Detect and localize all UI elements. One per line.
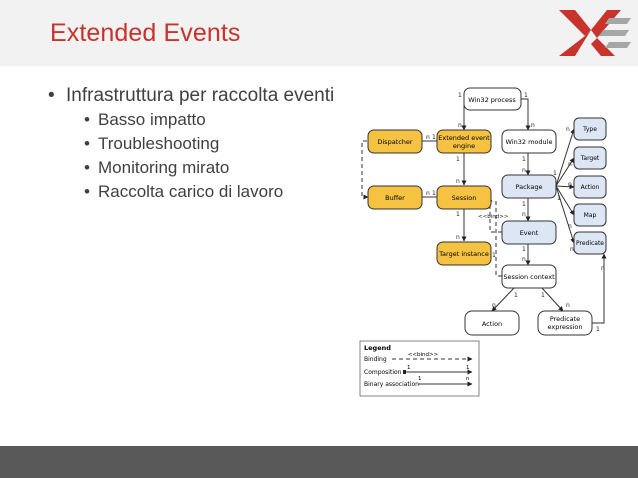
multiplicity-label: 1 <box>458 92 462 99</box>
bullet-item: Monitoring mirato <box>48 156 334 180</box>
svg-text:Extended event: Extended event <box>438 134 490 142</box>
multiplicity-label: n <box>531 122 535 129</box>
svg-text:Package: Package <box>516 183 543 191</box>
multiplicity-label: n <box>456 234 460 241</box>
legend-title: Legend <box>364 344 391 352</box>
svg-text:Type: Type <box>582 126 597 133</box>
bullet-item: Raccolta carico di lavoro <box>48 180 334 204</box>
svg-text:Predicate: Predicate <box>550 315 580 323</box>
node-event: Event <box>501 220 557 245</box>
svg-text:Predicate: Predicate <box>576 240 604 247</box>
node-action-small: Action <box>573 175 607 199</box>
node-session: Session <box>436 185 492 210</box>
multiplicity-labels: 1 1 n n n 1 1 n n 1 1 n 1 n 1 n 1 n 1 1 … <box>426 92 605 333</box>
node-predicate-expression: Predicate expression <box>537 310 593 336</box>
legend-one: 1 <box>407 365 411 371</box>
legend-one: 1 <box>466 365 470 371</box>
svg-text:Target instance: Target instance <box>438 250 489 258</box>
node-extended-event-engine: Extended event engine <box>436 129 492 154</box>
legend-one: 1 <box>418 376 422 382</box>
multiplicity-label: n <box>566 126 570 133</box>
bullet-item: Troubleshooting <box>48 132 334 156</box>
multiplicity-label: 1 <box>492 252 496 259</box>
multiplicity-label: 1 <box>456 211 460 218</box>
multiplicity-label: 1 <box>553 170 557 177</box>
slide-title: Extended Events <box>50 19 241 47</box>
multiplicity-label: n <box>568 223 572 230</box>
multiplicity-label: 1 <box>596 326 600 333</box>
multiplicity-label: 1 <box>524 92 528 99</box>
svg-text:Win32 module: Win32 module <box>506 138 553 146</box>
multiplicity-label: 1 <box>522 246 526 253</box>
svg-text:Target: Target <box>580 155 600 162</box>
multiplicity-label: n <box>568 161 572 168</box>
multiplicity-label: 1 <box>456 156 460 163</box>
multiplicity-label: 1 <box>557 195 561 202</box>
svg-text:Session context: Session context <box>503 273 555 281</box>
node-session-context: Session context <box>501 264 557 289</box>
slide-header <box>0 0 638 66</box>
multiplicity-label: 1 <box>522 201 526 208</box>
multiplicity-label: n <box>570 246 574 253</box>
xe-logo-icon <box>559 10 631 56</box>
multiplicity-label: 1 <box>541 292 545 299</box>
multiplicity-label: n <box>568 181 572 188</box>
multiplicity-label: n <box>492 302 496 309</box>
multiplicity-label: n <box>522 211 526 218</box>
multiplicity-label: n <box>456 178 460 185</box>
svg-text:Session: Session <box>452 194 477 202</box>
svg-text:Event: Event <box>520 229 539 237</box>
bullet-item: Basso impatto <box>48 108 334 132</box>
node-win32-process: Win32 process <box>463 87 522 111</box>
node-target: Target <box>573 146 607 170</box>
legend-bind-label: <<bind>> <box>408 352 439 358</box>
svg-text:Map: Map <box>584 212 597 219</box>
svg-text:Win32 process: Win32 process <box>468 96 516 104</box>
multiplicity-label: n <box>458 122 462 129</box>
svg-text:Dispatcher: Dispatcher <box>377 138 413 146</box>
svg-text:Action: Action <box>482 320 502 328</box>
node-package: Package <box>501 174 557 199</box>
bullet-list: Infrastruttura per raccolta eventi Basso… <box>48 84 334 204</box>
multiplicity-label: n <box>522 167 526 174</box>
node-win32-module: Win32 module <box>501 129 557 154</box>
multiplicity-label: 1 <box>432 190 436 197</box>
node-predicate: Predicate <box>573 231 607 255</box>
slide-footer <box>0 446 638 478</box>
multiplicity-label: n <box>522 256 526 263</box>
multiplicity-label: n <box>426 190 430 197</box>
multiplicity-label: 1 <box>432 134 436 141</box>
multiplicity-label: n <box>601 265 605 272</box>
multiplicity-label: 1 <box>514 292 518 299</box>
node-map: Map <box>573 203 607 227</box>
diagram-legend: Legend <<bind>> Binding 1 1 Composition … <box>359 340 480 397</box>
svg-text:engine: engine <box>453 142 475 150</box>
legend-binding: Binding <box>364 356 387 363</box>
legend-many: n <box>466 376 470 382</box>
legend-composition: Composition <box>364 369 402 376</box>
node-buffer: Buffer <box>367 185 423 210</box>
multiplicity-label: n <box>426 134 430 141</box>
node-dispatcher: Dispatcher <box>367 129 423 154</box>
multiplicity-label: n <box>566 302 570 309</box>
multiplicity-label: 1 <box>522 156 526 163</box>
svg-text:Buffer: Buffer <box>385 194 405 202</box>
node-action: Action <box>464 310 520 336</box>
node-type: Type <box>573 117 607 141</box>
svg-text:Action: Action <box>581 184 600 191</box>
node-target-instance: Target instance <box>436 241 492 266</box>
bullet-item: Infrastruttura per raccolta eventi <box>48 84 334 108</box>
bind-label: <<bind>> <box>478 214 509 220</box>
legend-binary: Binary association <box>364 381 419 388</box>
svg-text:expression: expression <box>547 323 582 331</box>
